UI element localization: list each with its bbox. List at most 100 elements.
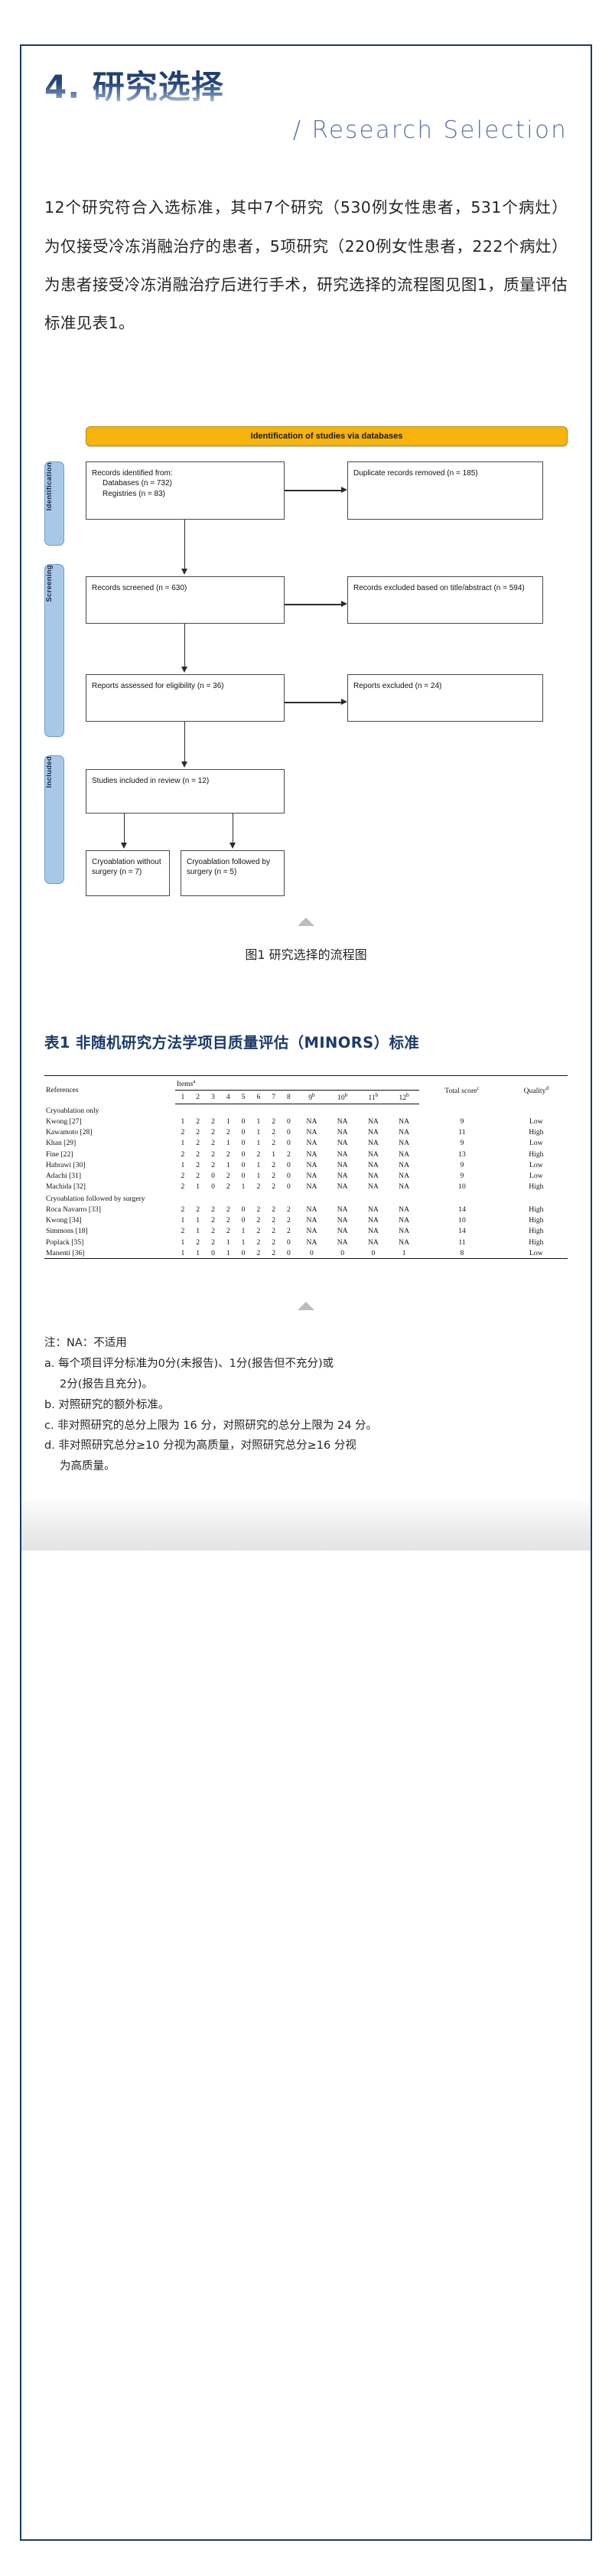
cell-item-5: 0 (241, 1117, 246, 1127)
cell-quality: High (529, 1227, 544, 1236)
cell-total-score: 10 (458, 1216, 466, 1225)
note-c: c. 非对照研究的总分上限为 16 分，对照研究的总分上限为 24 分。 (44, 1419, 378, 1432)
cell-item-2: 2 (196, 1117, 200, 1127)
cell-item-11: NA (367, 1160, 379, 1169)
box-records-identified-line3: Registries (n = 83) (103, 489, 165, 498)
cell-item-11: NA (367, 1237, 379, 1247)
cell-item-8: 2 (287, 1205, 291, 1215)
cell-item-4: 2 (226, 1172, 230, 1181)
cell-item-4: 1 (226, 1237, 230, 1247)
cell-item-8: 0 (287, 1160, 291, 1169)
box-records-excluded-title-line3: (n = 594) (493, 584, 525, 593)
arrowhead-to-cryo-surgery (230, 843, 236, 849)
cell-item-2: 2 (196, 1128, 200, 1137)
col-item-2: 2 (190, 1090, 206, 1104)
cell-total-score: 9 (460, 1172, 464, 1181)
triangle-marker-icon-2 (298, 1302, 314, 1311)
arrowhead-to-excluded-title (341, 600, 347, 607)
table-section-label: Cryoablation only (46, 1106, 99, 1115)
arrowhead-to-screened (181, 569, 187, 576)
cell-item-1: 1 (181, 1139, 185, 1148)
cell-item-8: 2 (287, 1227, 291, 1236)
cell-item-3: 0 (211, 1172, 215, 1181)
cell-total-score: 13 (458, 1149, 466, 1159)
table-scroll-marker-wrap (44, 1302, 568, 1311)
cell-item-5: 0 (241, 1128, 246, 1137)
arrowhead-to-reports-excluded (341, 698, 347, 705)
col-item-1: 1 (174, 1090, 190, 1104)
cell-total-score: 11 (458, 1128, 466, 1137)
col-item-3: 3 (205, 1090, 221, 1104)
cell-item-1: 1 (174, 1247, 190, 1260)
box-reports-eligibility-line1: Reports assessed for eligibility (92, 682, 196, 691)
cell-item-9: 0 (296, 1247, 327, 1260)
arrowhead-to-duplicates (341, 486, 347, 493)
cell-item-5: 1 (241, 1182, 246, 1192)
cell-quality: High (529, 1182, 544, 1192)
cell-item-9: NA (306, 1205, 317, 1215)
box-reports-eligibility-line2: (n = 36) (197, 682, 224, 691)
box-studies-included-line1: Studies included in review (92, 777, 181, 786)
cell-reference: Khan [29] (46, 1139, 76, 1148)
prisma-banner: Identification of studies via databases (86, 426, 568, 447)
col-item-7: 7 (265, 1090, 282, 1104)
cell-total-score: 10 (458, 1182, 466, 1192)
cell-item-5: 0 (241, 1205, 246, 1215)
table-head: References Itemsa Total scorec Qualityd … (44, 1075, 568, 1104)
cell-item-1: 1 (181, 1237, 185, 1247)
table-title: 表1 非随机研究方法学项目质量评估（MINORS）标准 (44, 1034, 420, 1052)
cell-item-11: NA (367, 1149, 379, 1159)
stage-lane-identification: Identification (44, 461, 64, 546)
cell-item-7: 2 (272, 1139, 276, 1148)
cell-reference: Roca Navarro [33] (46, 1205, 101, 1215)
cell-item-3: 2 (211, 1128, 215, 1137)
cell-reference: Kawamoto [28] (46, 1128, 93, 1137)
table-notes: 注：NA：不适用 a. 每个项目评分标准为0分(未报告)、1分(报告但不充分)或… (44, 1333, 568, 1477)
box-duplicate-removed-line1: Duplicate records removed (353, 469, 445, 478)
box-cryoablation-followed-by-surgery: Cryoablation followed by surgery (n = 5) (181, 850, 285, 897)
cell-item-3: 2 (211, 1160, 215, 1169)
cell-item-10: NA (337, 1182, 348, 1192)
cell-item-5: 0 (241, 1139, 246, 1148)
col-quality: Qualityd (504, 1075, 568, 1104)
cell-item-10: NA (337, 1128, 348, 1137)
stage-lane-included: Included (44, 755, 64, 885)
cell-item-2: 1 (196, 1216, 200, 1225)
cell-quality: Low (504, 1247, 568, 1260)
page-title: 4. 研究选择 (44, 68, 568, 106)
cell-quality: Low (529, 1160, 543, 1169)
table-section-row: Cryoablation only (44, 1104, 568, 1116)
cell-item-1: 2 (181, 1182, 185, 1192)
cell-item-2: 2 (196, 1139, 200, 1148)
cell-item-12: 1 (389, 1247, 420, 1260)
cell-item-6: 1 (256, 1139, 261, 1148)
cell-item-4: 2 (226, 1182, 230, 1192)
page-subtitle-english: / Research Selection (292, 116, 568, 145)
figure-caption: 图1 研究选择的流程图 (245, 947, 367, 963)
cell-item-3: 2 (211, 1149, 215, 1159)
cell-item-11: NA (367, 1216, 379, 1225)
col-item-11: 11b (357, 1090, 389, 1104)
stage-lane-identification-label: Identification (45, 462, 54, 511)
cell-item-4: 1 (220, 1247, 236, 1260)
cell-reference: Manenti [36] (44, 1247, 175, 1260)
box-cryo-surgery-line2: followed by surgery (187, 858, 270, 877)
note-a-line2: 2分(报告且充分)。 (60, 1378, 154, 1391)
col-references: References (44, 1075, 175, 1104)
cell-item-5: 0 (241, 1160, 246, 1169)
cell-item-6: 2 (250, 1247, 266, 1260)
figure-scroll-marker-wrap (44, 918, 568, 927)
cell-item-3: 2 (211, 1227, 215, 1236)
cell-item-9: NA (306, 1172, 317, 1181)
cell-item-10: 0 (327, 1247, 358, 1260)
connector-eligibility-to-included (184, 722, 186, 764)
cell-item-6: 2 (256, 1227, 261, 1236)
cell-item-8: 0 (287, 1172, 291, 1181)
triangle-marker-icon (298, 918, 314, 927)
cell-item-1: 2 (181, 1205, 185, 1215)
cell-item-7: 2 (272, 1172, 276, 1181)
